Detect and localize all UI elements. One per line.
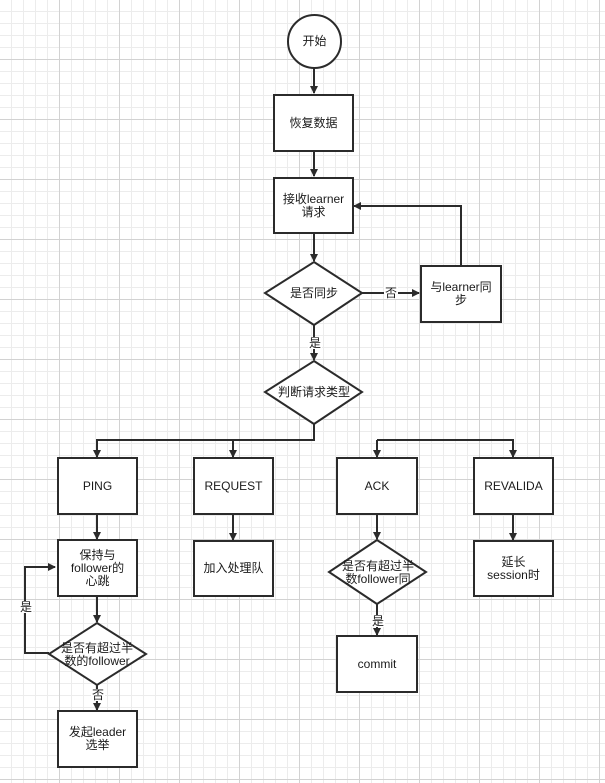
branch-line: [96, 424, 315, 455]
label-no-sync: 否: [384, 286, 399, 300]
revalidate-text: REVALIDA: [484, 478, 543, 493]
sync-learner-node: 与learner同 步: [420, 265, 502, 323]
commit-text: commit: [357, 656, 397, 671]
receive-request-text: 接收learner 请求: [282, 191, 345, 219]
judge-type-text: 判断请求类型: [277, 384, 350, 399]
arrow-sync-back-to-receive: [353, 202, 462, 265]
receive-request-node: 接收learner 请求: [273, 177, 354, 234]
keep-heartbeat-text: 保持与 follower的 心跳: [70, 547, 125, 588]
start-election-node: 发起leader 选举: [57, 710, 138, 768]
ping-node: PING: [57, 457, 138, 515]
keep-heartbeat-node: 保持与 follower的 心跳: [57, 539, 138, 597]
label-yes-synced: 是: [308, 336, 323, 350]
restore-data-node: 恢复数据: [273, 94, 354, 152]
add-queue-text: 加入处理队: [203, 561, 264, 575]
label-yes-commit: 是: [371, 614, 386, 628]
ack-majority-text: 是否有超过半 数follower同: [341, 559, 414, 586]
ack-text: ACK: [364, 478, 390, 493]
label-yes-loop: 是: [19, 600, 34, 614]
ack-node: ACK: [336, 457, 418, 515]
decision-is-synced: [263, 260, 364, 327]
restore-data-text: 恢复数据: [289, 115, 338, 130]
heartbeat-majority-text: 是否有超过半 数的follower: [60, 641, 133, 668]
start-election-text: 发起leader 选举: [68, 725, 127, 752]
start-text: 开始: [302, 34, 327, 48]
is-synced-text: 是否同步: [289, 285, 338, 300]
request-text: REQUEST: [204, 478, 263, 493]
decision-ack-majority: [327, 538, 428, 606]
commit-node: commit: [336, 635, 418, 693]
start-node: 开始: [287, 14, 342, 69]
sync-learner-text: 与learner同 步: [430, 280, 492, 307]
arrow-branch-to-revalidate: [377, 439, 517, 458]
revalidate-node: REVALIDA: [473, 457, 554, 515]
extend-session-node: 延长 session时: [473, 540, 554, 597]
ping-text: PING: [82, 478, 113, 493]
add-queue-node: 加入处理队: [193, 540, 274, 597]
extend-session-text: 延长 session时: [487, 554, 540, 582]
request-node: REQUEST: [193, 457, 274, 515]
decision-judge-type: [263, 359, 364, 426]
decision-heartbeat-majority: [47, 621, 148, 687]
label-no-election: 否: [91, 688, 106, 702]
